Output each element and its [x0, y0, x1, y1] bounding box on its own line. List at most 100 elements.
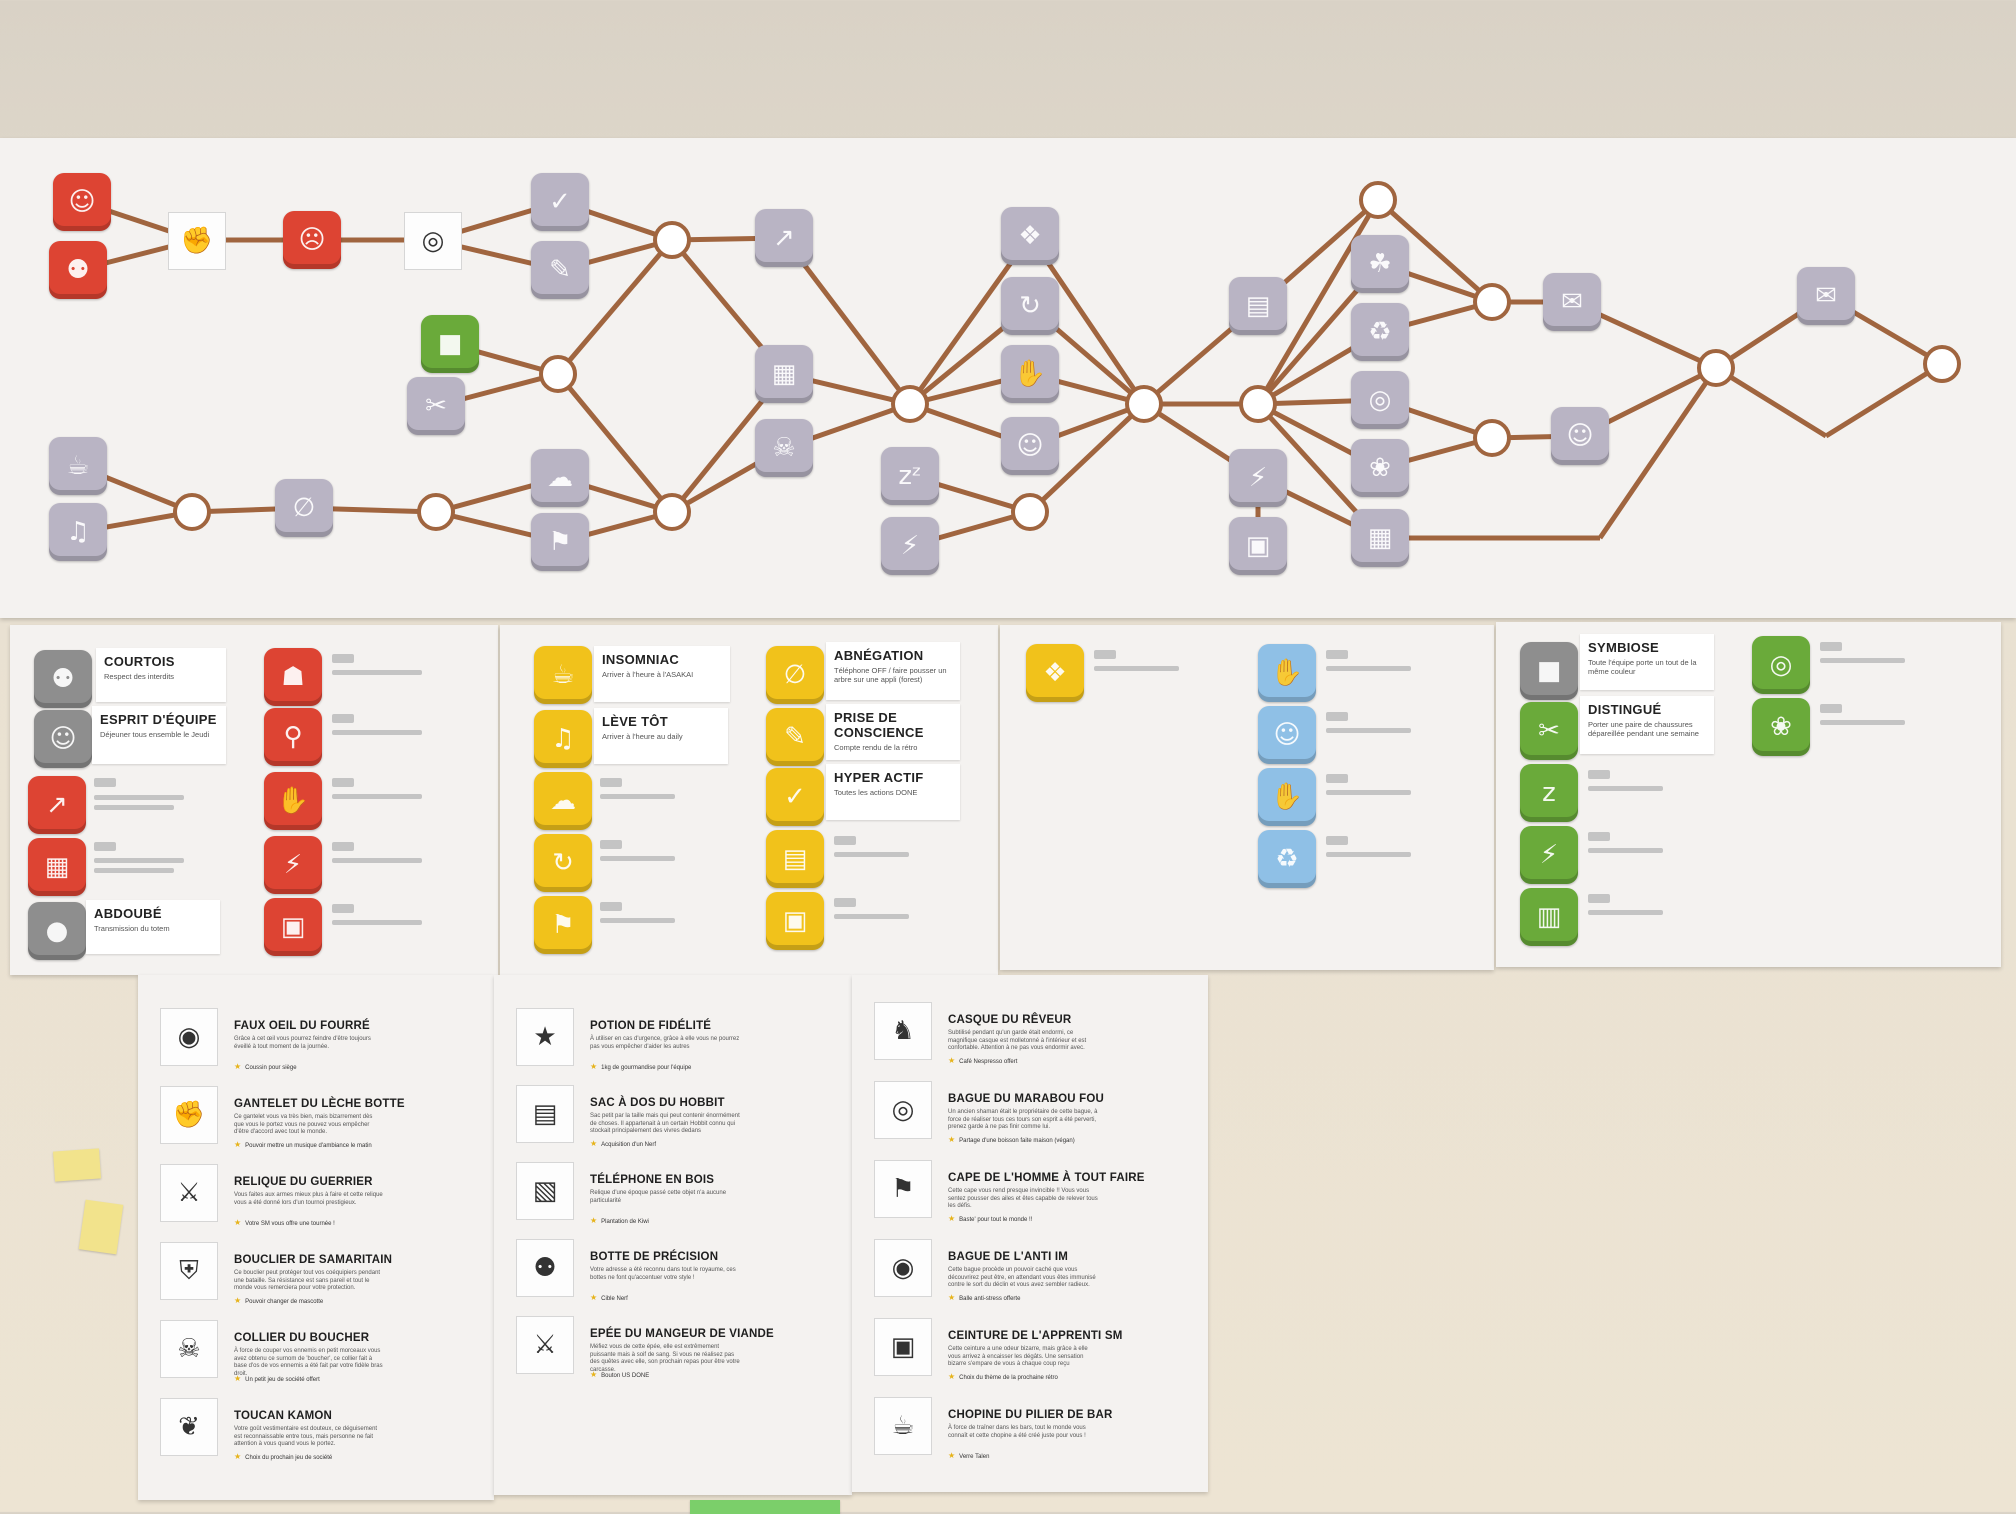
item-icon: ◎	[874, 1081, 932, 1139]
star-icon: ★	[234, 1452, 242, 1461]
badge-title: INSOMNIAC	[602, 652, 680, 667]
blurred-title	[1588, 832, 1610, 841]
brick-wall-icon: ▦	[28, 838, 86, 896]
item-reward: ★Balle anti-stress offerte	[948, 1293, 1020, 1302]
smiley-icon: ☺	[1258, 706, 1316, 764]
skill-tree-sheet: ☺⚉✊☹◎✓✎■✂☕♫∅☁⚑↗▦☠❖↻✋☺zᶻ⚡▤⚡▣☘♻◎❀▦✉☺✉	[0, 138, 2016, 618]
star-icon: ★	[948, 1135, 956, 1144]
item-reward: ★Verre Talen	[948, 1451, 989, 1460]
item-reward: ★Votre SM vous offre une tournée !	[234, 1218, 335, 1227]
blurred-title	[332, 654, 354, 663]
blurred-title	[1326, 650, 1348, 659]
tree-badge-icon: ∅	[275, 479, 333, 537]
item-title: CEINTURE DE L'APPRENTI SM	[948, 1330, 1123, 1342]
tree-junction	[891, 385, 929, 423]
blurred-desc	[834, 914, 909, 919]
badge-card-abdoube: ABDOUBÉ Transmission du totem	[86, 900, 220, 954]
item-desc: Ce gantelet vous va très bien, mais biza…	[234, 1114, 373, 1135]
blurred-desc	[1820, 658, 1905, 663]
star-icon: ★	[590, 1293, 598, 1302]
badge-desc: Arriver à l'heure au daily	[602, 732, 683, 741]
item-icon: ☠	[160, 1320, 218, 1378]
tree-badge-icon: ☺	[53, 173, 111, 231]
blurred-title	[1588, 894, 1610, 903]
item-icon: ◉	[160, 1008, 218, 1066]
tree-badge-icon: ⚑	[531, 513, 589, 571]
item-title: GANTELET DU LÈCHE BOTTE	[234, 1098, 405, 1110]
tree-badge-icon: ✉	[1797, 267, 1855, 325]
item-reward-text: Pouvoir changer de mascotte	[245, 1299, 324, 1305]
frame-icon: ▣	[766, 892, 824, 950]
badge-title: HYPER ACTIF	[834, 770, 924, 785]
blurred-desc	[834, 852, 909, 857]
blurred-desc	[1094, 666, 1179, 671]
item-reward: ★Baste' pour tout le monde !!	[948, 1214, 1032, 1223]
item-desc: Votre goût vestimentaire est douteux, ce…	[234, 1426, 378, 1447]
item-desc: Subtilisé pendant qu'un garde était endo…	[948, 1030, 1087, 1051]
blurred-title	[332, 842, 354, 851]
tree-badge-icon: ■	[421, 315, 479, 373]
item-title: EPÉE DU MANGEUR DE VIANDE	[590, 1328, 774, 1340]
tree-badge-icon: ◎	[1351, 371, 1409, 429]
sticky-note	[78, 1199, 124, 1255]
blurred-desc	[332, 670, 422, 675]
star-icon: ★	[590, 1216, 598, 1225]
item-reward-text: Coussin pour siège	[245, 1065, 297, 1071]
tree-badge-icon: ❀	[1351, 439, 1409, 497]
tree-edge	[1376, 198, 1494, 304]
badge-card-hyper-actif: HYPER ACTIF Toutes les actions DONE	[826, 764, 960, 820]
item-reward-text: Bouton US DONE	[601, 1373, 650, 1379]
blurred-title	[1326, 836, 1348, 845]
tree-junction	[1359, 181, 1397, 219]
tree-edge	[1824, 361, 1944, 439]
blurred-desc	[1588, 786, 1663, 791]
item-icon: ⚑	[874, 1160, 932, 1218]
tree-junction	[653, 493, 691, 531]
badge-title: LÈVE TÔT	[602, 714, 668, 729]
tree-badge-icon: ▦	[755, 345, 813, 403]
item-desc: Un ancien shaman était le propriétaire d…	[948, 1109, 1098, 1130]
blurred-desc	[332, 730, 422, 735]
item-desc: Méfiez vous de cette épée, elle est extr…	[590, 1344, 740, 1373]
badge-abdoube-icon: ●	[28, 902, 86, 960]
tree-badge-icon: ▦	[1351, 509, 1409, 567]
badge-card-leve-tot: LÈVE TÔT Arriver à l'heure au daily	[594, 708, 728, 764]
item-reward: ★Plantation de Kiwi	[590, 1216, 649, 1225]
blurred-desc	[1326, 852, 1411, 857]
tree-item-icon: ✊	[168, 212, 226, 270]
flag-icon: ⚑	[534, 896, 592, 954]
badge-title: SYMBIOSE	[1588, 640, 1660, 655]
item-icon: ♞	[874, 1002, 932, 1060]
item-reward: ★Cible Nerf	[590, 1293, 628, 1302]
item-title: TÉLÉPHONE EN BOIS	[590, 1174, 715, 1186]
tree-badge-icon: ☠	[755, 419, 813, 477]
item-reward: ★Partage d'une boisson faite maison (vég…	[948, 1135, 1075, 1144]
tree-junction	[1011, 493, 1049, 531]
item-desc: Relique d'une époque passé cette objet n…	[590, 1190, 727, 1204]
item-reward-text: Plantation de Kiwi	[601, 1219, 649, 1225]
badge-title: ABDOUBÉ	[94, 906, 162, 921]
item-title: FAUX OEIL DU FOURRÉ	[234, 1020, 370, 1032]
item-desc: À force de couper vos ennemis en petit m…	[234, 1348, 383, 1377]
blurred-desc	[1820, 720, 1905, 725]
tree-badge-icon: ☕	[49, 437, 107, 495]
item-icon: ☕	[874, 1397, 932, 1455]
cloud-icon: ☁	[534, 772, 592, 830]
badge-desc: Transmission du totem	[94, 924, 170, 933]
blurred-desc	[332, 794, 422, 799]
blurred-title	[1820, 704, 1842, 713]
tree-badge-icon: ☺	[1551, 407, 1609, 465]
item-title: BAGUE DE L'ANTI IM	[948, 1251, 1069, 1263]
item-reward-text: Acquisition d'un Nerf	[601, 1142, 657, 1148]
star-icon: ★	[234, 1374, 242, 1383]
tree-badge-icon: ✎	[531, 241, 589, 299]
item-reward-text: Votre SM vous offre une tournée !	[245, 1221, 335, 1227]
badge-esprit-icon: ☺	[34, 710, 92, 768]
badge-courtois-icon: ⚉	[34, 650, 92, 708]
item-desc: Cette cape vous rend presque invincible …	[948, 1188, 1098, 1209]
item-title: COLLIER DU BOUCHER	[234, 1332, 370, 1344]
sheep-icon: ❀	[1752, 698, 1810, 756]
badge-prise-icon: ✎	[766, 708, 824, 766]
target-icon: ◎	[1752, 636, 1810, 694]
battery-icon: ⚡	[1520, 826, 1578, 884]
